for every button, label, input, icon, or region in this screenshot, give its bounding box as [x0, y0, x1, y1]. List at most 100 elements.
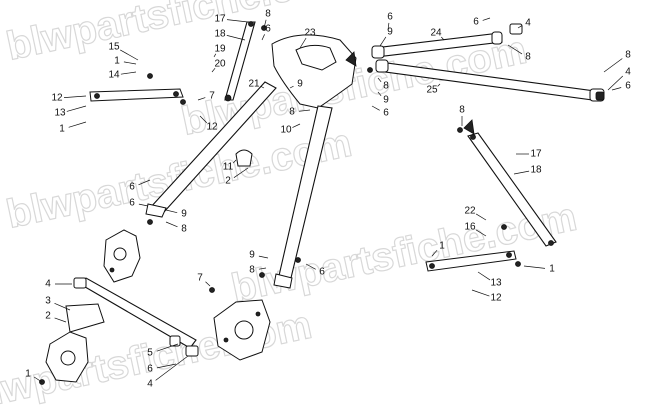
callout: 3: [45, 296, 71, 311]
callout-number: 1: [59, 124, 65, 135]
callout: 8: [249, 265, 267, 276]
callout: 6: [261, 24, 271, 41]
callout: 23: [299, 28, 316, 49]
callout-leader-line: [54, 317, 67, 323]
callout-leader-line: [305, 263, 316, 270]
tube-10: [273, 105, 333, 289]
callout-number: 17: [530, 149, 542, 160]
callout: 13: [477, 271, 502, 289]
callout: 9: [249, 250, 269, 261]
callout: 2: [225, 167, 249, 187]
callout-number: 8: [625, 50, 631, 61]
callout-leader-line: [475, 213, 487, 221]
callout: 20: [211, 59, 226, 73]
callout-leader-line: [289, 85, 294, 89]
callout: 8: [459, 105, 465, 126]
callout-leader-line: [205, 281, 211, 287]
callout: 17: [516, 149, 542, 160]
callout: 9: [165, 209, 187, 220]
callout-leader-line: [261, 34, 265, 41]
callout-number: 16: [464, 222, 476, 233]
callout: 18: [214, 29, 246, 41]
callout-number: 9: [297, 79, 303, 90]
callout: 6: [371, 105, 389, 119]
callout-number: 9: [383, 95, 389, 106]
callout-leader-line: [54, 302, 71, 311]
callout-number: 2: [45, 311, 51, 322]
callout-number: 2: [225, 176, 231, 187]
callout: 24: [430, 28, 445, 41]
callout-number: 4: [45, 279, 51, 290]
callout-leader-line: [260, 85, 265, 89]
callout: 16: [464, 222, 487, 237]
hardware: [73, 23, 605, 357]
callout-number: 6: [387, 12, 393, 23]
callout-leader-line: [120, 49, 139, 61]
callout: 9: [379, 27, 393, 47]
callout-number: 8: [383, 81, 389, 92]
tube-24: [371, 31, 503, 59]
callout-leader-line: [226, 19, 249, 23]
callout-leader-line: [68, 121, 87, 128]
callout-number: 8: [289, 107, 295, 118]
callout-number: 9: [249, 250, 255, 261]
callout-number: 8: [181, 224, 187, 235]
upper-left-bracket: [89, 88, 184, 102]
callout: 7: [197, 273, 211, 287]
callout: 1: [431, 241, 445, 257]
callout: 8: [377, 77, 389, 92]
callout-leader-line: [475, 229, 487, 237]
callout-number: 1: [439, 241, 445, 252]
callout-number: 1: [549, 264, 555, 275]
callout: 18: [513, 165, 542, 176]
callout-leader-line: [258, 255, 269, 259]
callout: 10: [280, 123, 301, 136]
upper-tube-21: [145, 81, 277, 218]
callout-number: 25: [426, 85, 438, 96]
callout: 1: [114, 56, 137, 67]
callout-number: 12: [206, 122, 218, 133]
callout-leader-line: [199, 115, 208, 124]
callout-leader-line: [165, 209, 178, 214]
callout: 8: [165, 221, 187, 235]
callout-number: 13: [490, 278, 502, 289]
callout: 17: [214, 14, 249, 25]
callout-number: 8: [265, 9, 271, 20]
callout: 6: [387, 12, 393, 31]
callout: 6: [147, 364, 177, 375]
callout-number: 21: [248, 79, 260, 90]
callout-number: 18: [530, 165, 542, 176]
callout-number: 8: [249, 265, 255, 276]
callout-number: 5: [147, 348, 153, 359]
callout-leader-line: [513, 170, 530, 175]
callout-leader-line: [66, 105, 87, 112]
callout: 6: [129, 198, 149, 209]
callout: 21: [248, 79, 265, 90]
callout: 14: [108, 70, 137, 81]
parts: [39, 21, 605, 385]
callout-number: 6: [383, 108, 389, 119]
callout-leader-line: [377, 91, 382, 97]
callout-number: 1: [25, 369, 31, 380]
callout-number: 10: [280, 125, 292, 136]
callout-number: 4: [625, 67, 631, 78]
top-mount-23: [271, 34, 357, 109]
upper-left-brace: [224, 21, 256, 102]
callout: 9: [289, 79, 303, 90]
callout: 2: [45, 311, 67, 323]
callout-number: 24: [430, 28, 442, 39]
callout-leader-line: [292, 123, 301, 128]
callout-leader-line: [377, 77, 382, 83]
callout: 11: [223, 159, 237, 173]
callout-number: 14: [108, 70, 120, 81]
callout-leader-line: [611, 87, 622, 91]
callout: 22: [464, 206, 487, 221]
callout-leader-line: [523, 265, 546, 269]
callout: 5: [147, 343, 179, 359]
callout-number: 6: [129, 182, 135, 193]
callout: 12: [51, 93, 87, 104]
callout-leader-line: [441, 36, 445, 41]
callout: 13: [54, 105, 87, 119]
